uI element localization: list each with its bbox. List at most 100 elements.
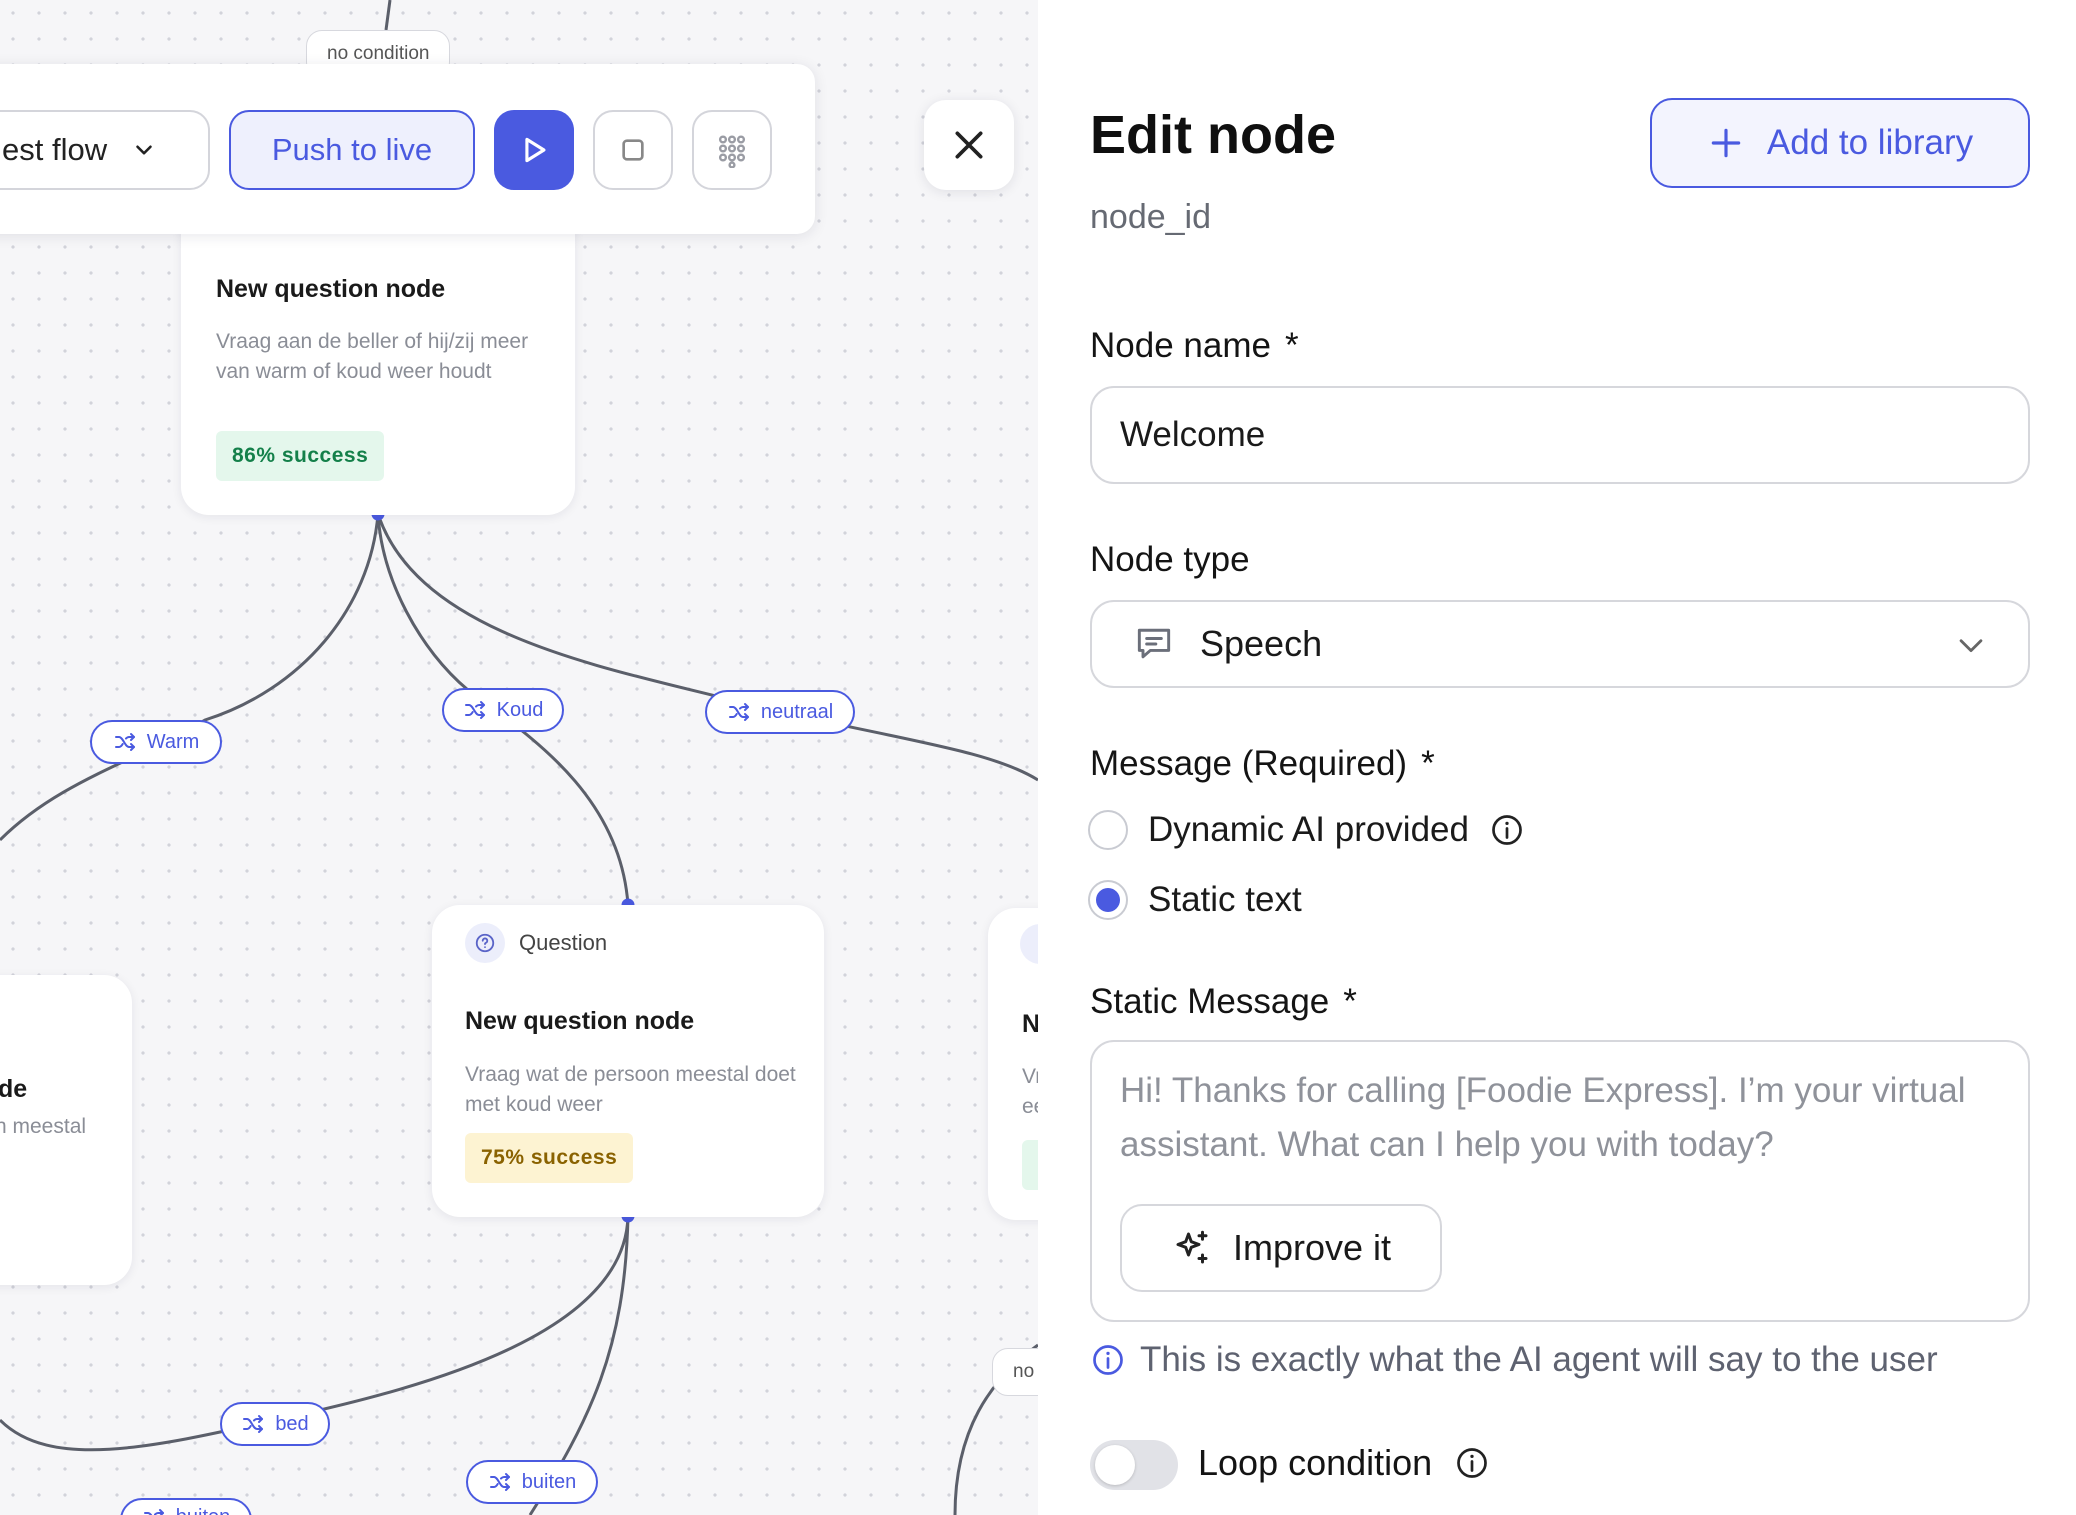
node-kind [1020,924,1038,964]
shuffle-icon [143,1509,164,1515]
improve-it-button[interactable]: Improve it [1120,1204,1442,1292]
label-text: Message (Required) [1090,744,1408,783]
speech-bubble-icon [1137,628,1171,659]
condition-chip-label: no condition [327,43,430,64]
toggle-knob [1095,1445,1135,1485]
node-description-line: Vr [1022,1065,1038,1088]
success-badge [1022,1140,1038,1190]
edge-label-text: neutraal [760,700,834,723]
close-icon [955,131,983,159]
condition-chip-label: no [1013,1361,1035,1382]
success-badge: 75% success [465,1133,634,1183]
info-icon[interactable] [1489,812,1525,848]
edge-label-text: Warm [146,730,200,753]
node-description: n meestal [0,1115,87,1138]
required-mark: * [1284,326,1299,365]
success-badge: 86% success [216,431,385,481]
add-to-library-label: Add to library [1766,123,1974,162]
chevron-down-icon [1959,639,1983,653]
radio-button-selected[interactable] [1088,880,1128,920]
loop-condition-text: Loop condition [1198,1442,1433,1483]
run-button[interactable] [494,110,574,190]
shuffle-icon [489,1473,510,1491]
node-type-value: Speech [1200,623,1323,664]
flow-select[interactable]: est flow [0,110,210,190]
static-message-textarea[interactable]: Hi! Thanks for calling [Foodie Express].… [1090,1040,2030,1322]
node-type-select[interactable]: Speech [1090,600,2030,688]
edge-label-text: bed [275,1412,309,1435]
required-mark: * [1421,744,1435,783]
shuffle-icon [114,733,135,751]
node-right-partial[interactable]: N Vr ee [988,908,1038,1220]
keypad-button[interactable] [692,110,772,190]
question-node-top[interactable]: New question node Vraag aan de beller of… [181,205,575,515]
shuffle-icon [243,1415,264,1433]
shuffle-icon [464,701,485,719]
edge-top-in [384,0,392,31]
hint-text: This is exactly what the AI agent will s… [1140,1340,1938,1379]
edge-neutraal [376,513,1038,782]
node-description: Vraag wat de persoon meestal doet met ko… [465,1063,796,1116]
edge-label-buiten[interactable]: buiten [466,1460,598,1504]
node-name-input[interactable] [1120,388,2000,482]
chevron-down-icon [136,145,152,155]
push-to-live-label: Push to live [271,132,433,167]
node-title: de [0,1075,28,1103]
message-hint: This is exactly what the AI agent will s… [1090,1340,1938,1380]
node-description: Vr ee [1022,1062,1038,1122]
edge-label-text: Koud [496,698,544,721]
label-text: Node name [1090,326,1271,365]
node-name-field[interactable] [1090,386,2030,484]
edit-node-panel: Edit node node_id Add to library Node na… [1038,0,2076,1515]
radio-button[interactable] [1088,810,1128,850]
flow-select-value: est flow [2,132,108,167]
required-mark: * [1343,982,1357,1021]
question-icon [1020,924,1038,964]
node-description-line: ee [1022,1095,1038,1118]
improve-it-label: Improve it [1232,1227,1392,1268]
dialpad-icon [718,135,746,168]
label-text: Static Message [1090,982,1330,1021]
flow-canvas[interactable]: no condition New question node Vraag aan… [0,0,1038,1515]
radio-static-text[interactable]: Static text [1088,880,1302,920]
edge-label-warm[interactable]: Warm [90,720,222,764]
radio-label: Dynamic AI provided [1148,810,1469,849]
edge-label-neutraal[interactable]: neutraal [705,690,855,734]
radio-dynamic-ai[interactable]: Dynamic AI provided [1088,810,1525,850]
edge-label-text: buiten [521,1470,577,1493]
static-message-label: Static Message * [1090,982,1357,1022]
loop-condition-toggle[interactable] [1090,1440,1178,1490]
edge-label-bed[interactable]: bed [220,1402,330,1446]
static-message-placeholder: Hi! Thanks for calling [Foodie Express].… [1120,1071,1966,1164]
node-title: N [1022,1010,1038,1038]
condition-chip-right[interactable]: no [992,1348,1038,1396]
stop-icon [622,139,644,161]
push-to-live-button[interactable]: Push to live [229,110,475,190]
edge-label-buiten-partial[interactable]: buiten [120,1498,252,1515]
edge-warm [0,513,380,842]
node-title: New question node [216,275,446,303]
label-text: Node type [1090,540,1250,579]
loop-condition-label: Loop condition [1198,1442,1490,1484]
plus-icon [1711,128,1741,158]
edge-label-koud[interactable]: Koud [442,688,564,732]
message-label: Message (Required) * [1090,744,1435,784]
question-icon [465,923,505,963]
info-icon [1093,1345,1123,1375]
play-icon [525,137,546,163]
flow-toolbar: est flow Push to live [0,64,815,234]
edge-label-text: buiten [176,1506,231,1515]
node-left-partial[interactable]: de n meestal [0,975,132,1285]
stop-button[interactable] [593,110,673,190]
node-type-label: Node type [1090,540,1250,580]
panel-title: Edit node [1090,105,1336,165]
add-to-library-button[interactable]: Add to library [1650,98,2030,188]
node-description: Vraag aan de beller of hij/zij meer van … [216,330,529,383]
radio-indicator [1096,888,1120,912]
node-name-label: Node name * [1090,326,1299,366]
sparkles-icon [1176,1230,1208,1264]
close-button[interactable] [924,100,1014,190]
node-kind: Question [465,923,607,963]
info-icon[interactable] [1454,1445,1490,1481]
question-node-middle[interactable]: Question New question node Vraag wat de … [432,905,824,1217]
